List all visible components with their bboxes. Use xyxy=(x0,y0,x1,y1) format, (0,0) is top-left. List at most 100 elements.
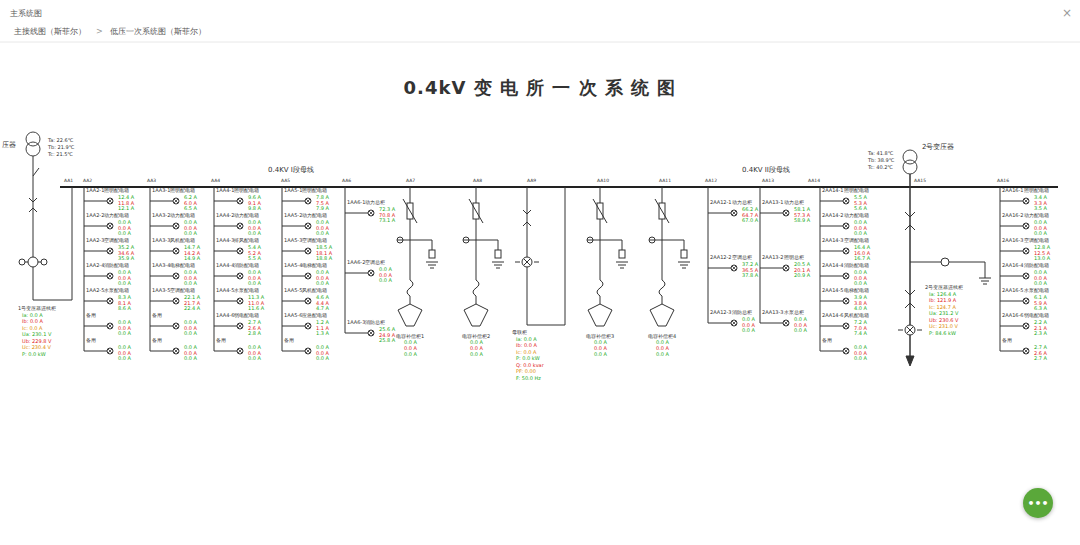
feeder-line xyxy=(84,201,107,202)
breaker-cross xyxy=(732,321,736,325)
feeder-breaker xyxy=(368,330,374,336)
feeder-breaker xyxy=(305,348,311,354)
feeder-name: 备用 xyxy=(284,338,294,344)
current-reading: 0.0 A xyxy=(1034,231,1047,237)
breaker-cross xyxy=(369,271,373,275)
meter-reading: Uc: 230.4 V xyxy=(22,345,51,351)
feeder-name: 1AA6-1动力总柜 xyxy=(347,200,385,206)
cabinet-number: AA5 xyxy=(281,179,290,184)
feeder-name: 备用 xyxy=(216,338,226,344)
breaker-cross xyxy=(174,199,178,203)
feeder-line xyxy=(708,323,731,324)
ct-lead xyxy=(649,240,662,241)
current-reading: 37.8 A xyxy=(742,273,758,279)
current-reading: 0.0 A xyxy=(594,340,607,346)
transformer-name: 压器 xyxy=(2,142,16,150)
feeder-name: 2AA14-1照明配电箱 xyxy=(822,188,869,194)
transformer-name: 2号变压器 xyxy=(922,144,954,152)
current-reading: 25.8 A xyxy=(379,338,395,344)
feeder-breaker xyxy=(843,298,849,304)
feeder-name: 备用 xyxy=(822,338,832,344)
feeder-line xyxy=(84,226,107,227)
feeder-breaker xyxy=(173,298,179,304)
feeder-breaker xyxy=(173,323,179,329)
cabinet-number: AA8 xyxy=(473,179,482,184)
meter-reading: PF: 0.00 xyxy=(516,369,536,375)
feeder-breaker xyxy=(1023,223,1029,229)
feeder-line xyxy=(282,301,305,302)
feeder-breaker xyxy=(783,210,789,216)
feeder-name: 1AA4-1照明配电箱 xyxy=(216,188,259,194)
feeder-name: 1AA5-3空调配电箱 xyxy=(284,238,327,244)
current-reading: 6.3 A xyxy=(1034,306,1047,312)
feeder-breaker xyxy=(843,223,849,229)
current-reading: 0.0 A xyxy=(404,346,417,352)
outgoing-arrow xyxy=(906,356,914,366)
breaker-cross xyxy=(306,224,310,228)
cabinet-number: AA6 xyxy=(342,179,351,184)
feeder-breaker xyxy=(1023,248,1029,254)
feeder-line xyxy=(1000,301,1023,302)
capacitor-feeder-wire xyxy=(476,187,477,280)
ground-symbol xyxy=(616,262,628,268)
breaker-cross xyxy=(174,299,178,303)
feeder-line xyxy=(84,351,107,352)
feeder-name: 1AA2-3空调配电箱 xyxy=(86,238,129,244)
feeder-name: 备用 xyxy=(152,338,162,344)
breaker-symbol xyxy=(28,257,38,267)
feeder-breaker xyxy=(107,323,113,329)
breaker-cross xyxy=(238,249,242,253)
current-reading: 0.0 A xyxy=(656,340,669,346)
meter-reading: Uc: 231.0 V xyxy=(929,324,958,330)
feeder-line xyxy=(84,276,107,277)
feeder-line xyxy=(282,326,305,327)
capacitor-bank xyxy=(650,296,674,326)
arrester-symbol xyxy=(429,250,435,258)
feeder-breaker xyxy=(843,323,849,329)
cabinet-number: AA13 xyxy=(762,179,774,184)
feeder-line xyxy=(84,326,107,327)
feeder-line xyxy=(150,276,173,277)
feeder-breaker xyxy=(107,273,113,279)
feeder-name: 2AA13-2照明总柜 xyxy=(762,255,804,261)
current-reading: 0.0 A xyxy=(248,231,261,237)
breaker-cross xyxy=(1024,274,1028,278)
meter-reading: Ia: 0.0 A xyxy=(516,337,537,343)
breaker-cross xyxy=(844,199,848,203)
bus-tie-wire xyxy=(527,187,565,325)
breaker-cross xyxy=(1024,224,1028,228)
capacitor-bank xyxy=(398,296,422,326)
cabinet-name: 母联柜 xyxy=(512,330,527,336)
current-reading: 0.0 A xyxy=(404,340,417,346)
feeder-breaker xyxy=(237,198,243,204)
disconnector-symbol xyxy=(33,168,39,176)
feeder-breaker xyxy=(237,273,243,279)
withdrawable-contact xyxy=(905,212,915,308)
temperature-reading: Tc: 40.2℃ xyxy=(868,165,893,171)
ground-symbol xyxy=(979,278,991,284)
feeder-line xyxy=(1000,201,1023,202)
ct-symbol xyxy=(41,259,47,265)
feeder-breaker xyxy=(1023,323,1029,329)
ct-lead xyxy=(463,240,476,241)
button-label: ••• xyxy=(1027,497,1048,510)
feeder-line xyxy=(820,226,843,227)
feeder-name: 备用 xyxy=(152,313,162,319)
current-reading: 2.8 A xyxy=(248,331,261,337)
feeder-name: 2AA12-1动力总柜 xyxy=(710,200,752,206)
feeder-line xyxy=(282,226,305,227)
withdrawable-contact xyxy=(29,198,37,212)
feeder-breaker xyxy=(237,348,243,354)
feeder-line xyxy=(345,213,368,214)
feeder-name: 1AA6-2空调总柜 xyxy=(347,260,385,266)
meter-reading: P: 0.0 kW xyxy=(22,352,46,358)
feeder-name: 1AA5-6应急配电箱 xyxy=(284,313,327,319)
breaker-cross xyxy=(108,199,112,203)
feeder-line xyxy=(820,276,843,277)
feeder-breaker xyxy=(305,323,311,329)
feeder-breaker xyxy=(1023,298,1029,304)
current-reading: 22.4 A xyxy=(184,306,200,312)
feeder-name: 2AA14-3空调配电箱 xyxy=(822,238,869,244)
feeder-line xyxy=(150,351,173,352)
cabinet-number: AA9 xyxy=(527,179,536,184)
